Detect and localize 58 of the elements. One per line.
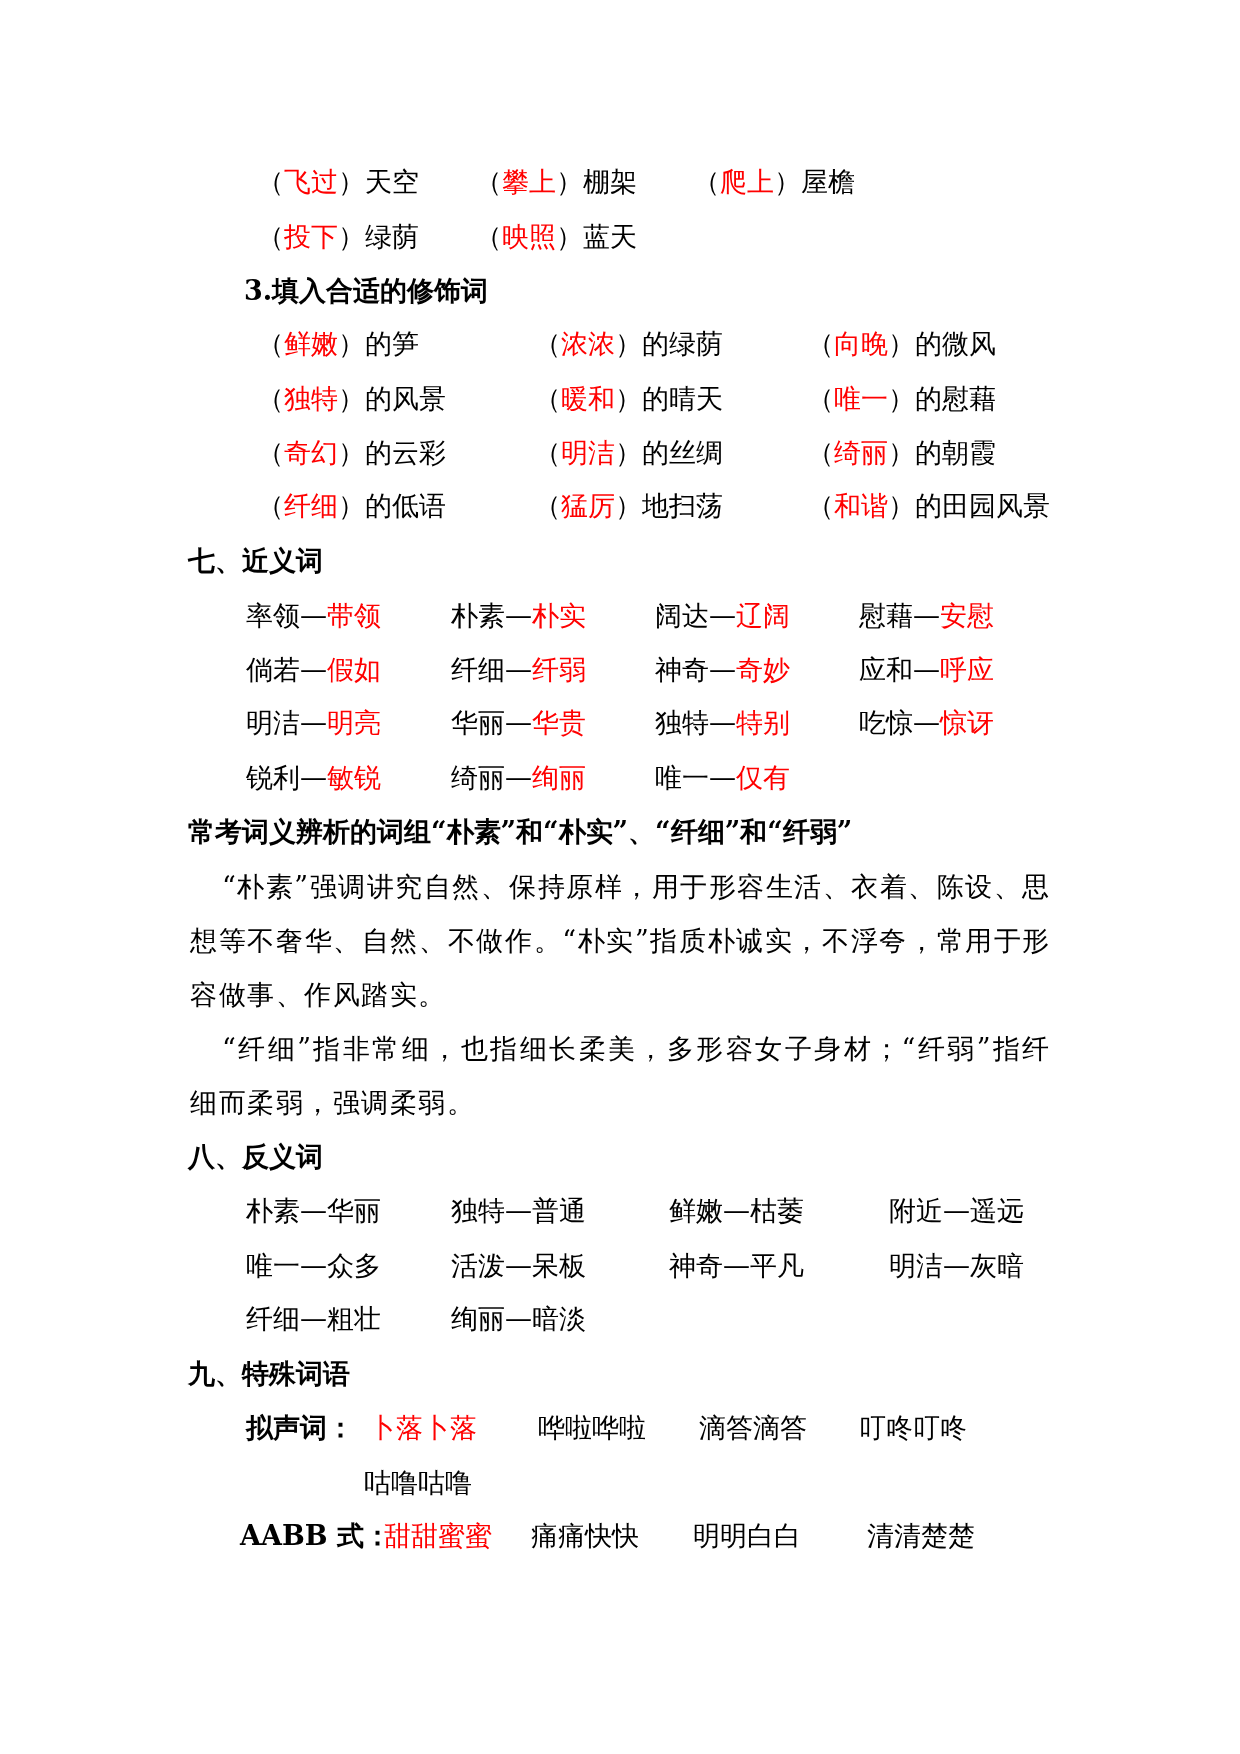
example-word: 痛痛快快 bbox=[531, 1519, 639, 1553]
fill-in-phrase: （暖和）的晴天 bbox=[534, 382, 723, 416]
fill-in-phrase: （绮丽）的朝霞 bbox=[807, 436, 996, 470]
fill-in-phrase: （映照）蓝天 bbox=[475, 220, 637, 254]
section-heading: 七、近义词 bbox=[188, 544, 323, 578]
fill-in-phrase: （飞过）天空 bbox=[257, 165, 419, 199]
word-pair: 鲜嫩—枯萎 bbox=[669, 1194, 804, 1228]
fill-in-phrase: （投下）绿荫 bbox=[257, 220, 419, 254]
section-heading: 常考词义辨析的词组“朴素”和“朴实”、“纤细”和“纤弱” bbox=[188, 815, 853, 849]
word-pair: 纤细—纤弱 bbox=[451, 653, 586, 687]
section-heading: 九、特殊词语 bbox=[188, 1357, 350, 1391]
example-word: 叮咚叮咚 bbox=[859, 1411, 967, 1445]
word-pair: 慰藉—安慰 bbox=[859, 599, 994, 633]
word-pair: 神奇—奇妙 bbox=[655, 653, 790, 687]
fill-in-phrase: （明洁）的丝绸 bbox=[534, 436, 723, 470]
word-pair: 独特—特别 bbox=[655, 706, 790, 740]
example-word: 滴答滴答 bbox=[699, 1411, 807, 1445]
word-pair: 率领—带领 bbox=[246, 599, 381, 633]
word-pair: 吃惊—惊讶 bbox=[859, 706, 994, 740]
word-pair: 华丽—华贵 bbox=[451, 706, 586, 740]
word-pair: 应和—呼应 bbox=[859, 653, 994, 687]
fill-in-phrase: （独特）的风景 bbox=[257, 382, 446, 416]
word-pair: 独特—普通 bbox=[451, 1194, 586, 1228]
paragraph: “纤细”指非常细，也指细长柔美，多形容女子身材；“纤弱”指纤细而柔弱，强调柔弱。 bbox=[190, 1032, 1051, 1120]
word-pair: 明洁—明亮 bbox=[246, 706, 381, 740]
word-pair: 锐利—敏锐 bbox=[246, 761, 381, 795]
fill-in-phrase: （奇幻）的云彩 bbox=[257, 436, 446, 470]
word-pair: 神奇—平凡 bbox=[669, 1249, 804, 1283]
word-pair: 附近—遥远 bbox=[889, 1194, 1024, 1228]
example-word: 哗啦哗啦 bbox=[538, 1411, 646, 1445]
fill-in-phrase: （猛厉）地扫荡 bbox=[534, 489, 723, 523]
fill-in-phrase: （浓浓）的绿荫 bbox=[534, 327, 723, 361]
word-pair: 纤细—粗壮 bbox=[246, 1302, 381, 1336]
word-pair: 朴素—华丽 bbox=[246, 1194, 381, 1228]
word-pair: 明洁—灰暗 bbox=[889, 1249, 1024, 1283]
word-pair: 活泼—呆板 bbox=[451, 1249, 586, 1283]
section-heading: 3.填入合适的修饰词 bbox=[244, 274, 489, 308]
example-word: 卜落卜落 bbox=[369, 1411, 477, 1445]
fill-in-phrase: （向晚）的微风 bbox=[807, 327, 996, 361]
section-heading: 八、反义词 bbox=[188, 1140, 323, 1174]
fill-in-phrase: （纤细）的低语 bbox=[257, 489, 446, 523]
fill-in-phrase: （鲜嫩）的笋 bbox=[257, 327, 419, 361]
fill-in-phrase: （攀上）棚架 bbox=[475, 165, 637, 199]
fill-in-phrase: （唯一）的慰藉 bbox=[807, 382, 996, 416]
example-word: 咕噜咕噜 bbox=[364, 1466, 472, 1500]
section-heading: 拟声词： bbox=[246, 1411, 354, 1445]
fill-in-phrase: （爬上）屋檐 bbox=[693, 165, 855, 199]
word-pair: 阔达—辽阔 bbox=[655, 599, 790, 633]
word-pair: 绮丽—绚丽 bbox=[451, 761, 586, 795]
word-pair: 朴素—朴实 bbox=[451, 599, 586, 633]
word-pair: 绚丽—暗淡 bbox=[451, 1302, 586, 1336]
example-word: 明明白白 bbox=[693, 1519, 801, 1553]
fill-in-phrase: （和谐）的田园风景 bbox=[807, 489, 1050, 523]
word-pair: 唯一—众多 bbox=[246, 1249, 381, 1283]
paragraph: “朴素”强调讲究自然、保持原样，用于形容生活、衣着、陈设、思想等不奢华、自然、不做作。“朴实”指质朴诚实，不浮夸，常用于形容做事、作风踏实。 bbox=[190, 870, 1051, 1012]
word-pair: 倘若—假如 bbox=[246, 653, 381, 687]
example-word: 清清楚楚 bbox=[867, 1519, 975, 1553]
word-pair: 唯一—仅有 bbox=[655, 761, 790, 795]
